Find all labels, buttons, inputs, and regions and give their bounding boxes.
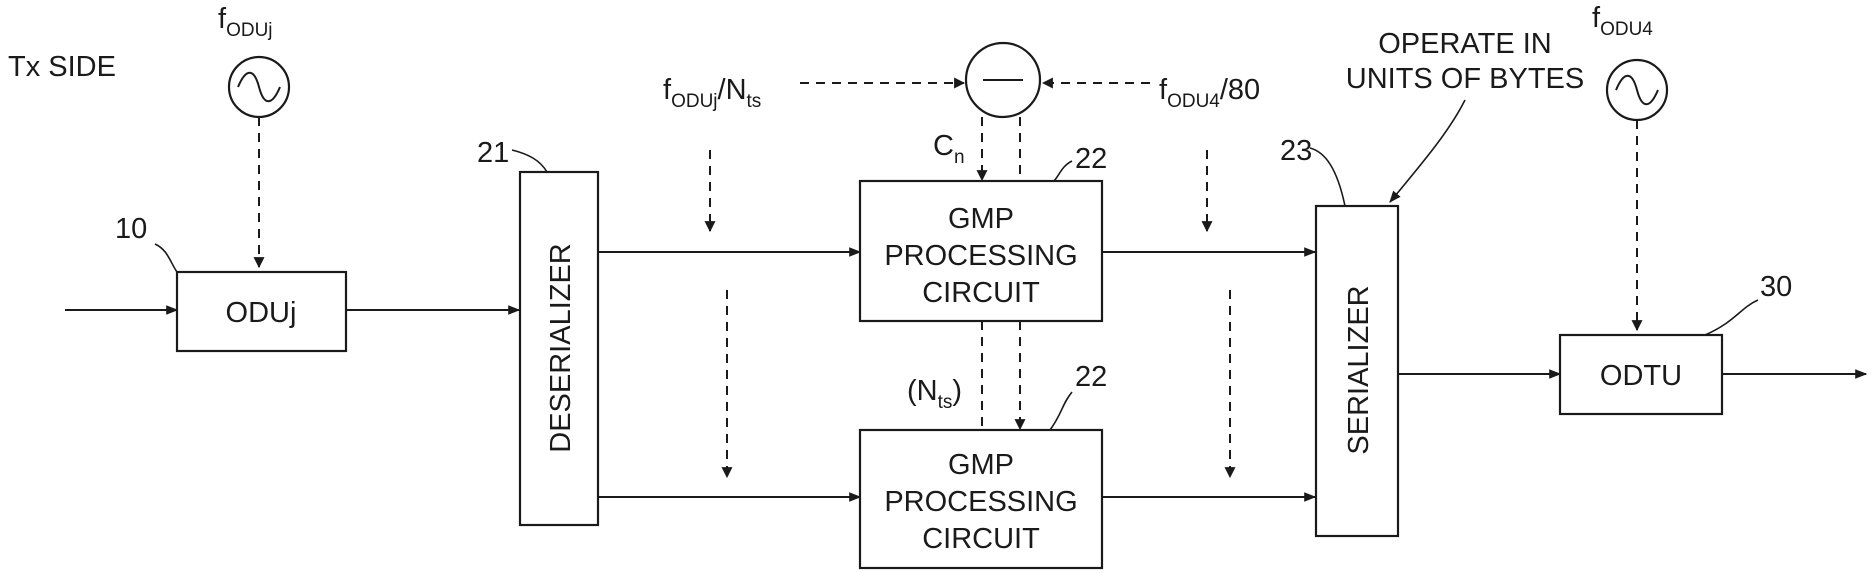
ref-22-top-leader [1054,161,1072,181]
ref-23: 23 [1280,135,1312,167]
clock-odu4: fODU4 [1592,2,1667,330]
deserializer-label: DESERIALIZER [545,243,577,453]
ref-22-bottom: 22 [1075,361,1107,393]
gmp-processing-circuit-top: GMP PROCESSING CIRCUIT 22 [860,143,1107,321]
clock-odu4-label: fODU4 [1592,2,1653,40]
gmp-top-line2: PROCESSING [884,240,1077,272]
ref-30-leader [1705,300,1758,335]
ref-10: 10 [115,213,147,245]
odtu-label: ODTU [1600,360,1682,392]
signal-fodu4-80-label: fODU4/80 [1159,74,1260,112]
ref-22-bottom-leader [1050,392,1072,430]
ref-21-leader [512,150,547,172]
odtu-block: ODTU 30 [1560,271,1792,414]
ref-10-leader [155,244,177,272]
subtractor [966,43,1040,117]
gmp-bottom-line1: GMP [948,449,1014,481]
oduj-block: ODUj 10 [115,213,346,351]
ref-22-top: 22 [1075,143,1107,175]
ref-23-leader [1310,148,1345,206]
deserializer-block: DESERIALIZER 21 [477,137,598,525]
note-line2: UNITS OF BYTES [1346,63,1584,95]
cn-label: Cn [933,130,965,168]
serializer-block: SERIALIZER 23 [1280,135,1398,536]
clock-oduj-label: fODUj [218,3,273,41]
oduj-label: ODUj [226,297,297,329]
gmp-bottom-line3: CIRCUIT [922,523,1040,555]
gmp-top-line3: CIRCUIT [922,277,1040,309]
gmp-top-line1: GMP [948,203,1014,235]
signal-fodujnts-label: fODUj/Nts [663,74,761,112]
ref-21: 21 [477,137,509,169]
gmp-bottom-line2: PROCESSING [884,486,1077,518]
note-pointer-arrow [1390,100,1465,202]
clock-oduj: fODUj [218,3,289,267]
ref-30: 30 [1760,271,1792,303]
gmp-processing-circuit-bottom: GMP PROCESSING CIRCUIT 22 [860,361,1107,568]
nts-label: (Nts) [907,375,962,413]
note-line1: OPERATE IN [1378,28,1552,60]
serializer-label: SERIALIZER [1343,285,1375,454]
tx-side-label: Tx SIDE [8,51,116,83]
